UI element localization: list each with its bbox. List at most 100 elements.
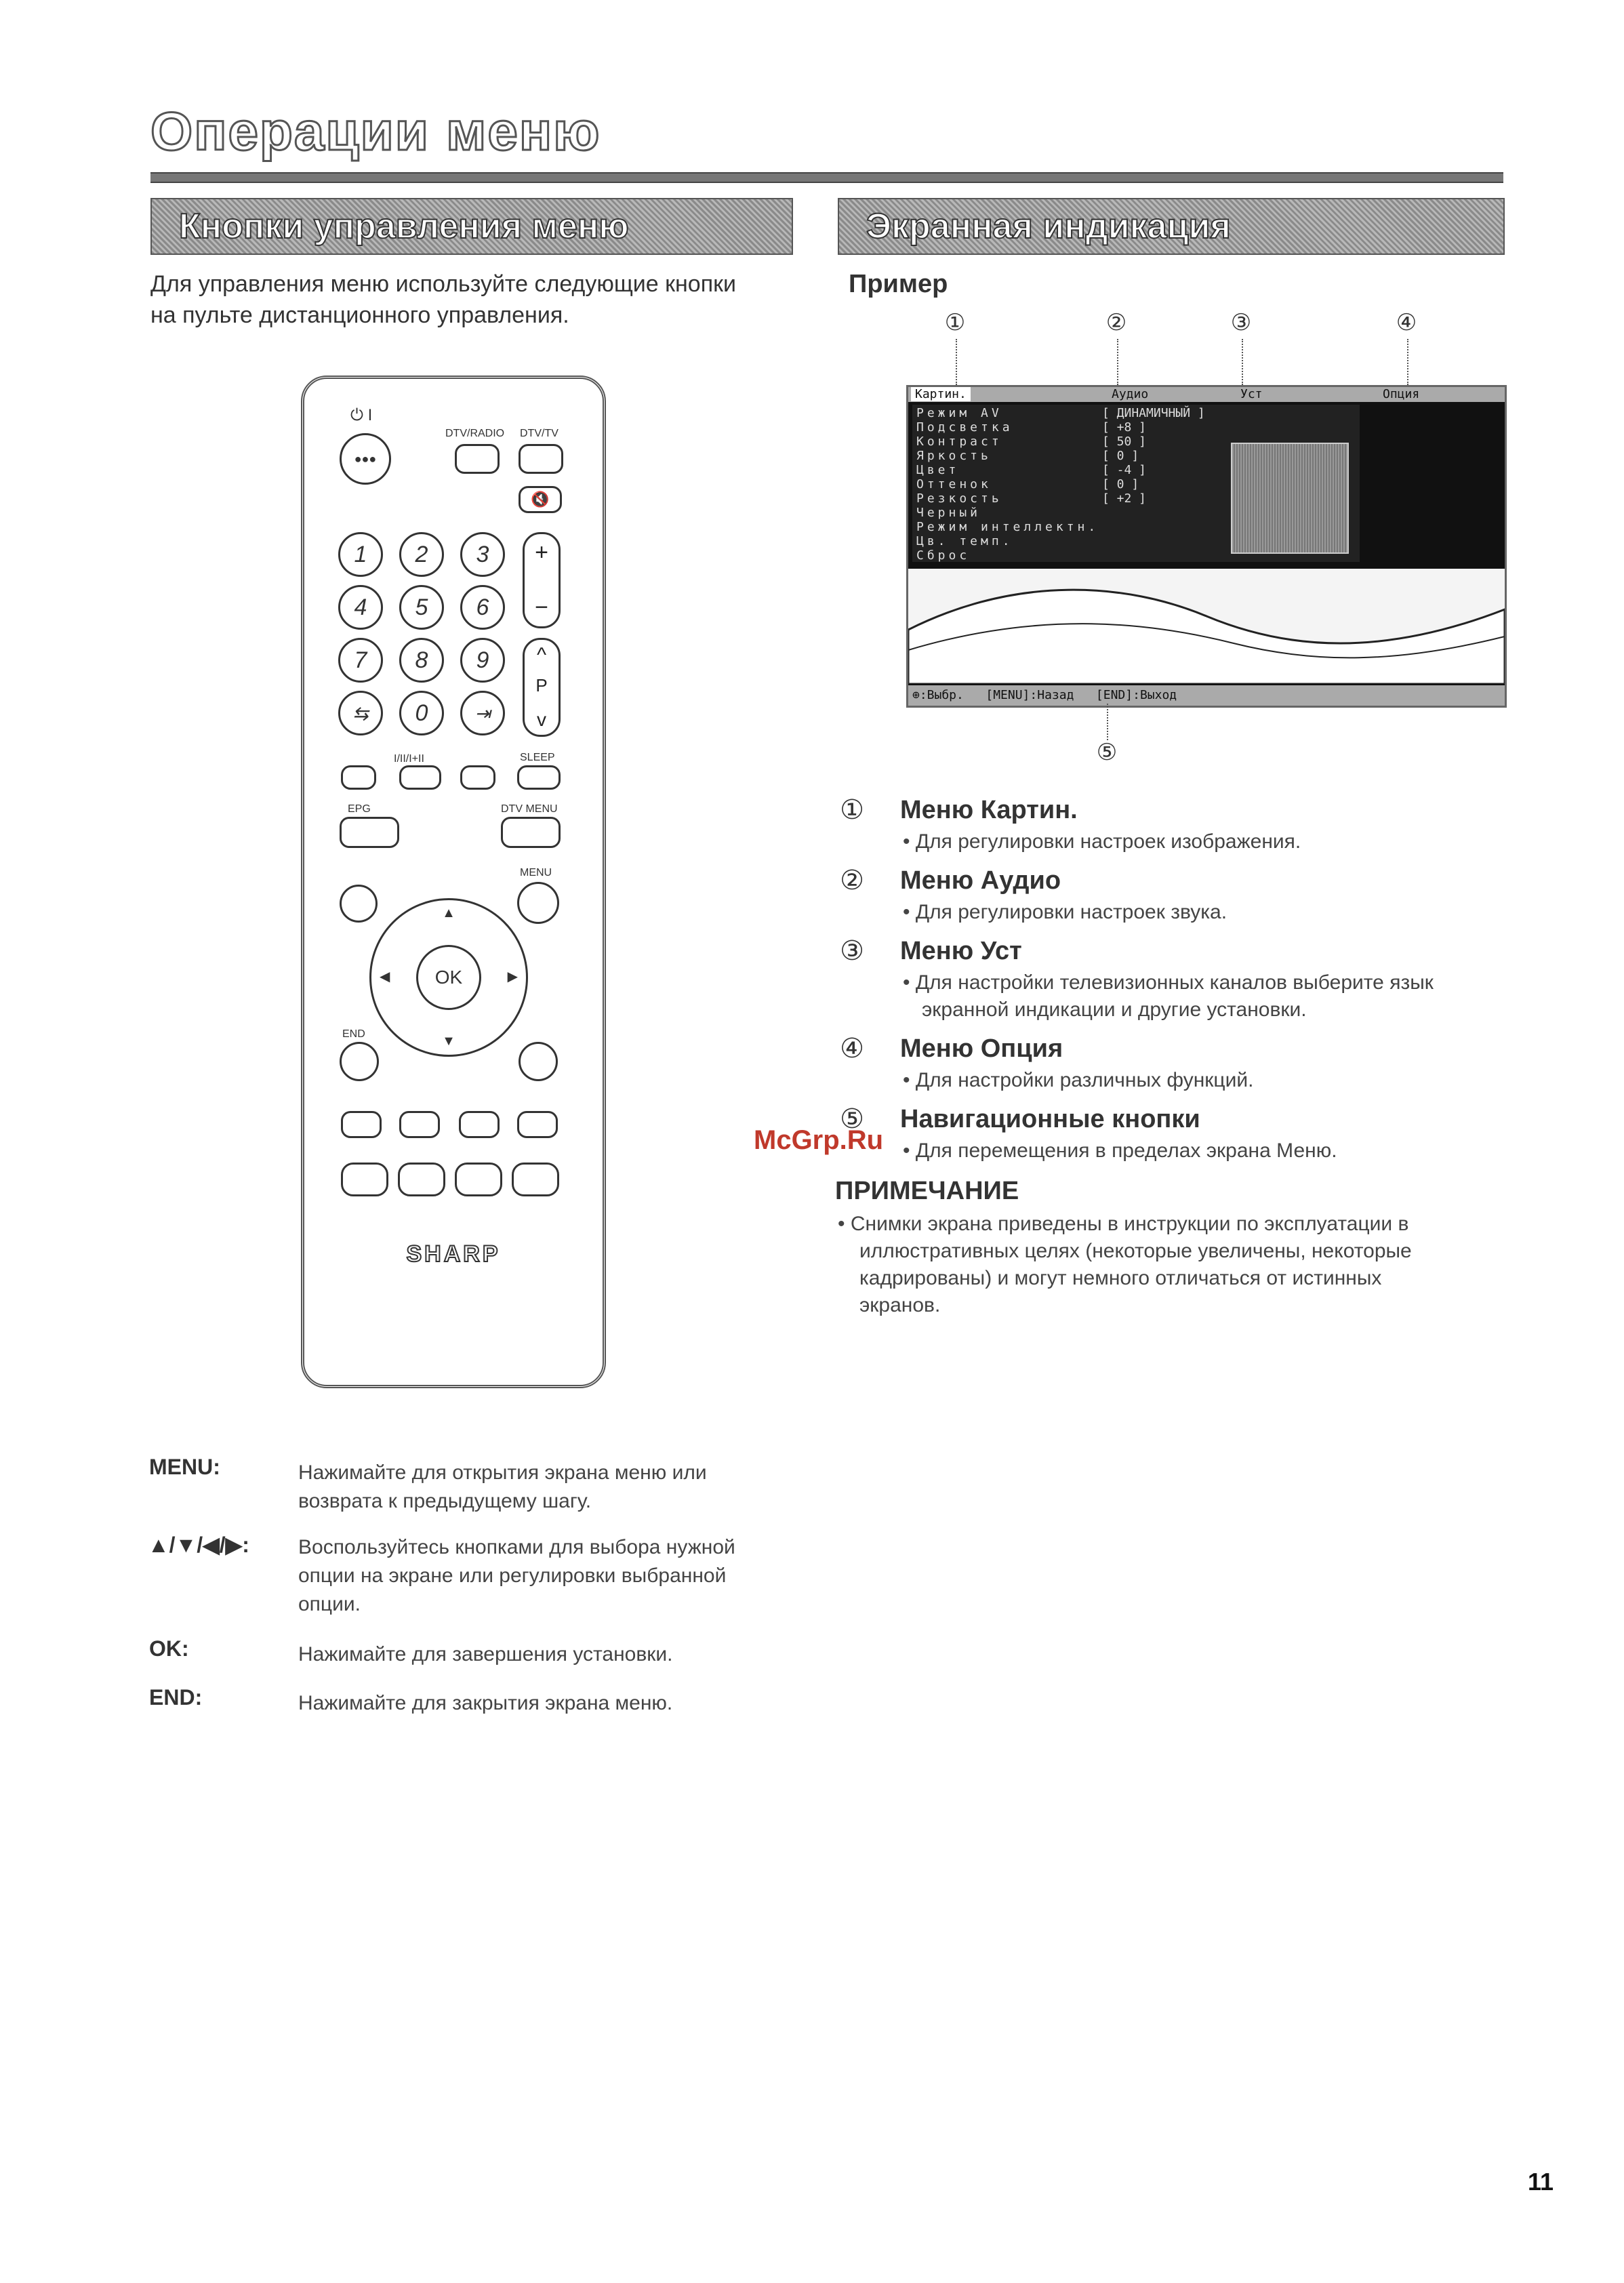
input-button[interactable]: ⇥ (460, 691, 505, 735)
osd-tab-option: Опция (1383, 387, 1420, 401)
right-arrow-icon[interactable]: ▶ (507, 969, 518, 984)
key-label-arrows: ▲/▼/◀/▶: (148, 1533, 249, 1557)
menu-button[interactable] (517, 882, 559, 924)
teletext-button[interactable] (341, 765, 376, 790)
osd-footer-nav: ⊕:Выбр. [MENU]:Назад [END]:Выход (908, 685, 1505, 706)
teletext-subpage-button[interactable] (459, 1111, 500, 1138)
dtv-radio-label: DTV/RADIO (445, 428, 505, 439)
osd-footer-text: ⊕:Выбр. [MENU]:Назад [END]:Выход (912, 688, 1177, 702)
osd-row: Сброс (916, 548, 971, 563)
power-button[interactable]: ●●● (340, 433, 391, 485)
teletext-index-button[interactable] (340, 885, 378, 923)
osd-row: Контраст (916, 435, 1002, 449)
digit-6-button[interactable]: 6 (460, 585, 505, 630)
item-title-option: Меню Опция (900, 1034, 1063, 1063)
callout-1: ① (944, 310, 966, 336)
channel-label: P (535, 675, 548, 695)
digit-2-button[interactable]: 2 (399, 532, 444, 577)
osd-menu-panel: Режим AV Подсветка Контраст Яркость Цвет… (912, 405, 1360, 563)
teletext-hold-button[interactable] (519, 1042, 558, 1081)
callout-leader (956, 339, 957, 385)
item-desc: • Для настройки телевизионных каналов вы… (903, 971, 1434, 1021)
page-number: 11 (1528, 2168, 1554, 2196)
osd-value: [ 0 ] (1102, 477, 1139, 491)
key-desc-arrows: Воспользуйтесь кнопками для выбора нужно… (298, 1536, 735, 1615)
teletext-mode-button[interactable] (517, 1111, 558, 1138)
osd-screenshot: Картин. Аудио Уст Опция Режим AV Подсвет… (906, 385, 1507, 708)
page-title: Операции меню (149, 100, 601, 163)
sleep-button[interactable] (517, 765, 561, 790)
volume-rocker[interactable]: + − (523, 532, 561, 628)
item-number: ③ (840, 936, 864, 966)
sound-button[interactable] (399, 765, 441, 790)
yellow-button[interactable] (455, 1163, 502, 1196)
navigation-ring[interactable]: OK ▲ ▼ ◀ ▶ (369, 898, 528, 1057)
up-arrow-icon[interactable]: ▲ (442, 906, 455, 921)
osd-row: Режим интеллектн. (916, 520, 1099, 534)
green-button[interactable] (398, 1163, 445, 1196)
osd-row: Цвет (916, 463, 960, 477)
item-number: ① (840, 795, 864, 825)
osd-row: Черный (916, 506, 981, 520)
left-arrow-icon[interactable]: ◀ (380, 969, 390, 984)
digit-4-button[interactable]: 4 (338, 585, 383, 630)
callout-leader (1242, 339, 1243, 385)
key-label-end: END: (149, 1685, 203, 1710)
end-button[interactable] (340, 1042, 379, 1081)
red-button[interactable] (341, 1163, 388, 1196)
digit-0-button[interactable]: 0 (399, 691, 444, 735)
dtv-menu-button[interactable] (501, 817, 561, 848)
osd-value: [ +2 ] (1102, 491, 1147, 506)
note-title: ПРИМЕЧАНИЕ (835, 1177, 1019, 1205)
osd-background-wave (908, 569, 1505, 685)
channel-up-icon: ^ (536, 644, 547, 666)
osd-row: Оттенок (916, 477, 992, 491)
teletext-size-button[interactable] (399, 1111, 440, 1138)
dtv-menu-label: DTV MENU (501, 803, 558, 815)
digit-8-button[interactable]: 8 (399, 638, 444, 683)
blue-button[interactable] (512, 1163, 559, 1196)
key-label-ok: OK: (149, 1636, 189, 1661)
menu-label: MENU (520, 867, 552, 878)
key-desc-ok: Нажимайте для завершения установки. (298, 1643, 673, 1665)
digit-7-button[interactable]: 7 (338, 638, 383, 683)
channel-down-icon: v (537, 709, 546, 730)
title-divider (150, 172, 1503, 183)
section-heading-osd: Экранная индикация (838, 198, 1505, 255)
callout-leader (1117, 339, 1118, 385)
item-title-picture: Меню Картин. (900, 796, 1078, 824)
epg-label: EPG (348, 803, 371, 815)
sound-label: I/II/I+II (394, 753, 424, 765)
callout-3: ③ (1230, 310, 1252, 336)
channel-rocker[interactable]: ^ P v (523, 638, 561, 737)
item-desc: • Для регулировки настроек звука. (903, 901, 1227, 923)
mute-button[interactable]: 🔇 (519, 486, 562, 513)
osd-row: Резкость (916, 491, 1002, 506)
epg-button[interactable] (340, 817, 399, 848)
osd-value: [ -4 ] (1102, 463, 1147, 477)
digit-3-button[interactable]: 3 (460, 532, 505, 577)
intro-line: Для управления меню используйте следующи… (150, 271, 736, 297)
item-title-nav: Навигационные кнопки (900, 1105, 1200, 1133)
digit-9-button[interactable]: 9 (460, 638, 505, 683)
down-arrow-icon[interactable]: ▼ (442, 1034, 455, 1049)
dtv-tv-button[interactable] (519, 444, 563, 474)
digit-5-button[interactable]: 5 (399, 585, 444, 630)
watermark: McGrp.Ru (754, 1125, 884, 1155)
osd-value: [ +8 ] (1102, 420, 1147, 435)
brand-logo: SHARP (405, 1240, 501, 1268)
item-title-setup: Меню Уст (900, 937, 1022, 965)
end-label: END (342, 1028, 365, 1040)
wave-graphic (908, 588, 1505, 685)
teletext-reveal-button[interactable] (341, 1111, 382, 1138)
osd-row: Подсветка (916, 420, 1013, 435)
ok-button[interactable]: OK (416, 945, 481, 1010)
dtv-radio-button[interactable] (455, 444, 500, 474)
digit-1-button[interactable]: 1 (338, 532, 383, 577)
flashback-button[interactable]: ⇆ (338, 691, 383, 735)
osd-value: [ 50 ] (1102, 435, 1147, 449)
key-label-menu: MENU: (149, 1455, 220, 1479)
subtitle-button[interactable] (460, 765, 495, 790)
osd-tab-picture: Картин. (911, 387, 971, 401)
